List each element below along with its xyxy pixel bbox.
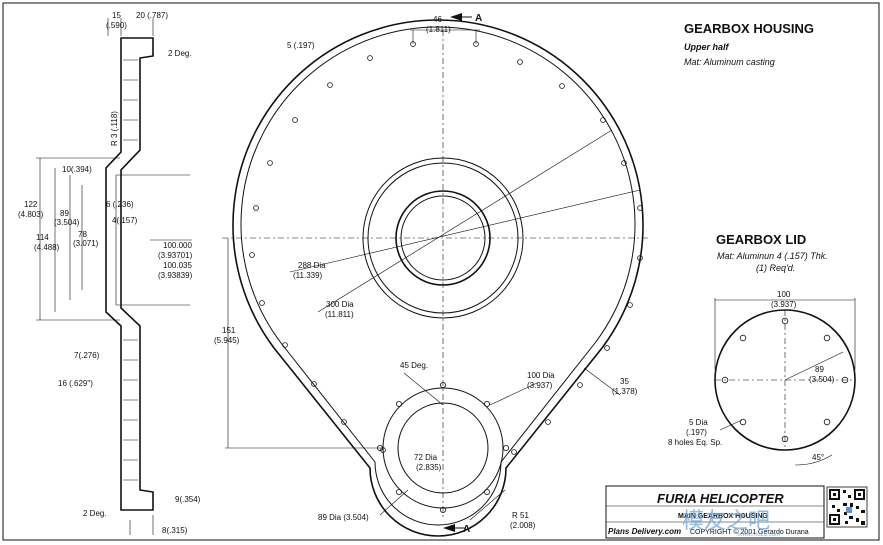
lid-dim-89-in: (3.504) [809, 375, 835, 384]
dim-46: 46 [433, 15, 442, 24]
dim-393839: (3.93839) [158, 271, 193, 280]
dim-78-in: (3.071) [73, 239, 99, 248]
lid-material: Mat: Aluminun 4 (.157) Thk. [717, 251, 828, 261]
lid-view: 100 (3.937) 89 (3.504) 5 Dia (.197) 8 ho… [668, 290, 856, 466]
lid-bolt-holes [721, 317, 849, 443]
dim-393701: (3.93701) [158, 251, 193, 260]
dim-16: 16 (.629") [58, 379, 93, 388]
section-marker-top: 46 A [433, 13, 482, 24]
dim-r51: R 51 [512, 511, 529, 520]
dim-300-in: (11.811) [325, 310, 354, 319]
side-profile-outline [105, 37, 154, 511]
lid-dim-100-in: (3.937) [771, 300, 797, 309]
qr-code-icon [826, 486, 868, 528]
dim-2deg-bot: 2 Deg. [83, 509, 107, 518]
dim-1811: (1.811) [426, 25, 451, 34]
dim-89-in: (3.504) [54, 218, 80, 227]
lid-dim-5-dia: 5 Dia [689, 418, 708, 427]
dim-288: 288 Dia [298, 261, 326, 270]
dim-6: 6 (.236) [106, 200, 134, 209]
dim-100035: 100.035 [163, 261, 192, 270]
section-letter-bottom: A [463, 524, 470, 535]
watermark-url: www.mozb.com [737, 532, 780, 538]
footer-copyright: COPYRIGHT © 2001 Gerardo Durana [690, 528, 809, 536]
lid-title: GEARBOX LID [716, 232, 806, 247]
dim-r51-in: (2.008) [510, 521, 536, 530]
dim-100-dia: 100 Dia [527, 371, 555, 380]
dim-89: 89 [60, 209, 69, 218]
front-view [222, 19, 650, 537]
dim-151: 151 [222, 326, 236, 335]
lid-dim-45: 45° [812, 453, 824, 462]
dim-20: 20 (.787) [136, 11, 168, 20]
dim-114-in: (4.488) [34, 243, 60, 252]
footer-brand: FURIA HELICOPTER [657, 491, 784, 506]
dim-r3: R 3 (.118) [110, 111, 119, 146]
lid-dim-100: 100 [777, 290, 791, 299]
dim-590: (.590) [106, 21, 127, 30]
dim-15: 15 [112, 11, 121, 20]
dim-288-in: (11.339) [293, 271, 323, 280]
lid-dim-5-dia-in: (.197) [686, 428, 707, 437]
housing-inner-outline [240, 26, 636, 526]
dim-7: 7(.276) [74, 351, 100, 360]
dim-35: 35 [620, 377, 629, 386]
lid-dim-89: 89 [815, 365, 824, 374]
dim-45-deg: 45 Deg. [400, 361, 428, 370]
housing-material: Mat: Aluminum casting [684, 57, 775, 67]
dim-72-in: (2.835) [416, 463, 442, 472]
perimeter-bolt-holes [249, 41, 643, 455]
lower-bolt-holes [376, 381, 509, 513]
dim-72: 72 Dia [414, 453, 438, 462]
dim-9: 9(.354) [175, 495, 201, 504]
footer-title-box: FURIA HELICOPTER MAIN GEARBOX HOUSING Pl… [605, 485, 825, 539]
housing-outline [232, 19, 644, 537]
dim-35-in: (1.378) [612, 387, 638, 396]
housing-title: GEARBOX HOUSING [684, 21, 814, 36]
dim-100-dia-in: (3.937) [527, 381, 553, 390]
watermark: 模友之吧 www.mozb.com [682, 508, 780, 538]
arrow-left-icon [450, 13, 462, 21]
dim-8: 8(.315) [162, 526, 188, 535]
dim-122-in: (4.803) [18, 210, 44, 219]
housing-subtitle: Upper half [684, 42, 730, 52]
dim-89-dia: 89 Dia (3.504) [318, 513, 369, 522]
dim-10: 10(.394) [62, 165, 92, 174]
dim-300: 300 Dia [326, 300, 354, 309]
dim-151-in: (5.945) [214, 336, 240, 345]
dim-78: 78 [78, 230, 87, 239]
watermark-text: 模友之吧 [682, 508, 770, 533]
housing-title-block: GEARBOX HOUSING Upper half Mat: Aluminum… [684, 21, 814, 67]
footer-line2: MAIN GEARBOX HOUSING [678, 513, 768, 520]
dim-122: 122 [24, 200, 38, 209]
footer-plans: Plans Delivery.com [608, 527, 681, 536]
section-letter-top: A [475, 13, 482, 24]
side-section-view [36, 18, 192, 535]
lid-dim-holes: 8 holes Eq. Sp. [668, 438, 722, 447]
dim-5-holes: 5 (.197) [287, 41, 315, 50]
front-view-dimensions: (1.811) 5 (.197) 288 Dia (11.339) 300 Di… [214, 25, 638, 530]
dim-2deg-top: 2 Deg. [168, 49, 192, 58]
arrow-left-icon [443, 524, 455, 532]
side-view-dimensions: 15 (.590) 20 (.787) 2 Deg. R 3 (.118) 10… [18, 11, 201, 535]
lid-required: (1) Req'd. [756, 263, 795, 273]
dim-4: 4(.157) [112, 216, 138, 225]
dim-100000: 100.000 [163, 241, 192, 250]
dim-114: 114 [36, 233, 49, 242]
section-marker-bottom: A [443, 524, 470, 535]
lid-title-block: GEARBOX LID Mat: Aluminun 4 (.157) Thk. … [716, 232, 828, 273]
